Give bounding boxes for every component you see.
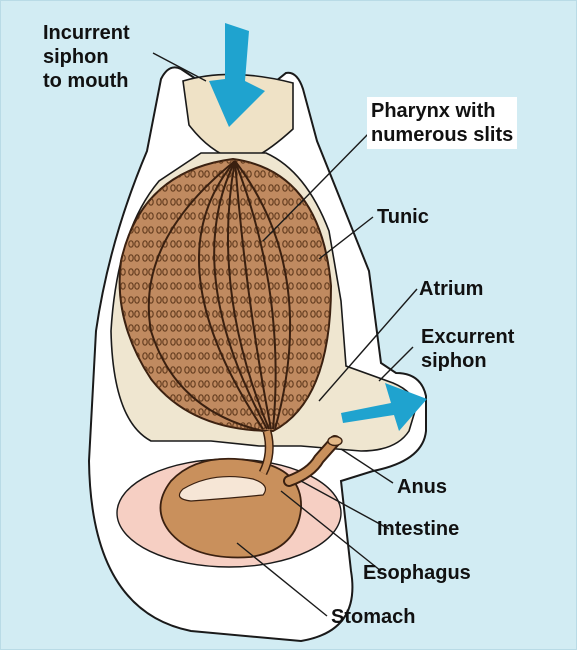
- tunic-label: Tunic: [377, 205, 429, 229]
- incurrent-siphon-label: Incurrent siphon to mouth: [43, 21, 130, 93]
- anus-label: Anus: [397, 475, 447, 499]
- stomach-label: Stomach: [331, 605, 415, 629]
- anus-opening: [328, 437, 342, 446]
- atrium-label: Atrium: [419, 277, 483, 301]
- pharynx-label: Pharynx with numerous slits: [367, 97, 517, 149]
- stomach: [160, 459, 301, 558]
- excurrent-siphon-label: Excurrent siphon: [421, 325, 514, 373]
- intestine-label: Intestine: [377, 517, 459, 541]
- esophagus-label: Esophagus: [363, 561, 471, 585]
